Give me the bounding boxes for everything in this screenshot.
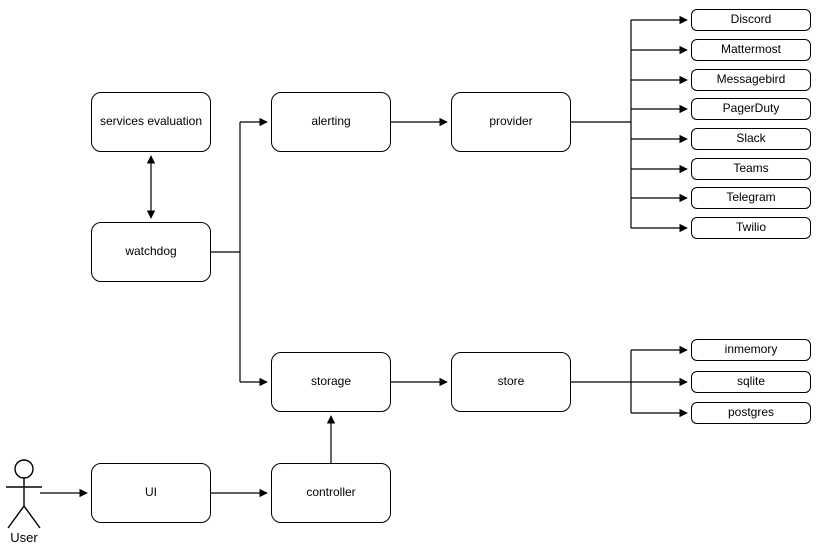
node-label: storage: [310, 374, 352, 389]
node-label: inmemory: [724, 342, 778, 357]
node-label: Teams: [733, 161, 769, 176]
node-provider-slack[interactable]: Slack: [691, 128, 811, 150]
node-provider[interactable]: provider: [451, 92, 571, 152]
node-label: services evaluation: [99, 114, 203, 129]
node-provider-twilio[interactable]: Twilio: [691, 217, 811, 239]
node-label: watchdog: [125, 244, 177, 259]
node-watchdog[interactable]: watchdog: [91, 222, 211, 282]
node-label: sqlite: [736, 374, 765, 389]
node-services-evaluation[interactable]: services evaluation: [91, 92, 211, 152]
node-label: Discord: [730, 12, 772, 27]
node-alerting[interactable]: alerting: [271, 92, 391, 152]
node-label: Messagebird: [716, 72, 786, 87]
node-label: controller: [306, 485, 356, 500]
node-storage[interactable]: storage: [271, 352, 391, 412]
node-provider-mattermost[interactable]: Mattermost: [691, 39, 811, 61]
node-store-sqlite[interactable]: sqlite: [691, 371, 811, 393]
node-label: provider: [489, 114, 533, 129]
node-provider-telegram[interactable]: Telegram: [691, 187, 811, 209]
node-label: store: [497, 374, 525, 389]
node-label: PagerDuty: [722, 101, 780, 116]
node-provider-messagebird[interactable]: Messagebird: [691, 69, 811, 91]
node-store[interactable]: store: [451, 352, 571, 412]
node-provider-discord[interactable]: Discord: [691, 9, 811, 31]
node-label: postgres: [727, 405, 775, 420]
node-controller[interactable]: controller: [271, 463, 391, 523]
node-label: Mattermost: [720, 42, 781, 57]
node-store-postgres[interactable]: postgres: [691, 402, 811, 424]
user-actor-icon: [6, 459, 42, 529]
node-label: Slack: [736, 131, 766, 146]
node-provider-pagerduty[interactable]: PagerDuty: [691, 98, 811, 120]
node-provider-teams[interactable]: Teams: [691, 158, 811, 180]
node-label: Twilio: [735, 220, 766, 235]
node-label: Telegram: [726, 190, 776, 205]
node-label: alerting: [311, 114, 351, 129]
node-ui[interactable]: UI: [91, 463, 211, 523]
node-label: UI: [145, 485, 157, 500]
user-actor-label: User: [10, 530, 38, 545]
node-store-inmemory[interactable]: inmemory: [691, 339, 811, 361]
